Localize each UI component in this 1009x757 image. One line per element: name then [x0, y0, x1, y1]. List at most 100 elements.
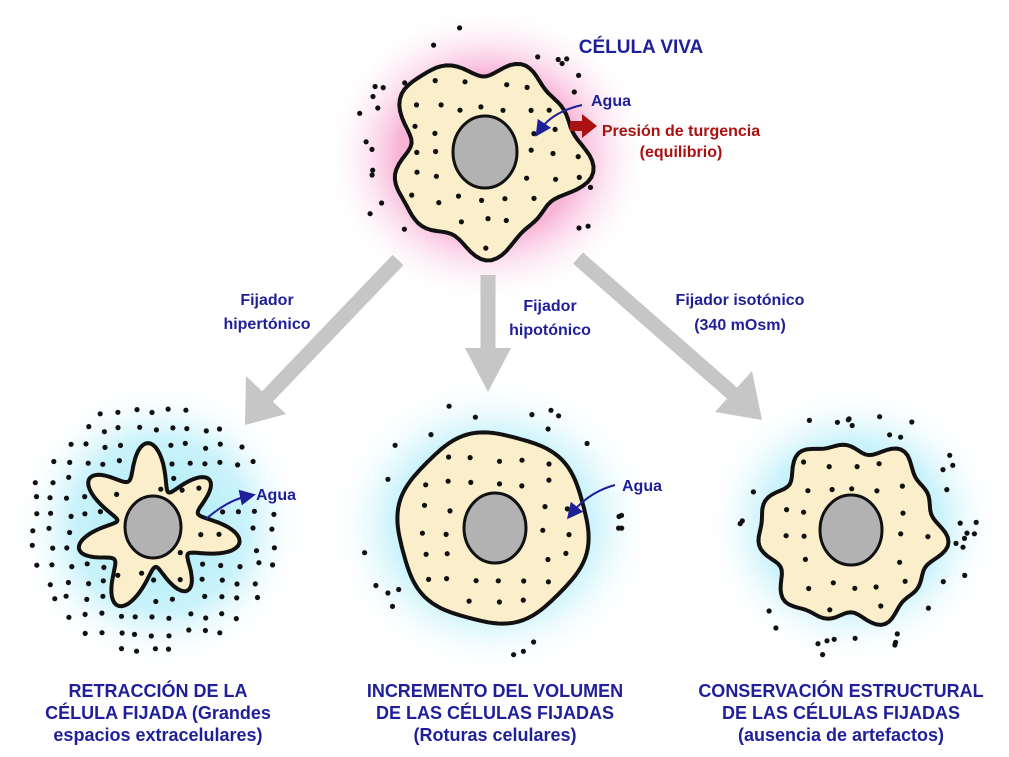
extracellular-dot — [252, 581, 258, 587]
extracellular-dot — [940, 579, 946, 585]
extracellular-dot — [396, 586, 402, 593]
extracellular-dot — [270, 562, 276, 568]
cytoplasm-dot — [496, 599, 502, 605]
cytoplasm-dot — [216, 531, 222, 537]
extracellular-dot — [47, 582, 53, 588]
extracellular-dot — [269, 526, 275, 532]
extracellular-dot — [99, 610, 105, 616]
extracellular-dot — [199, 576, 205, 582]
cytoplasm-dot — [854, 464, 860, 470]
extracellular-dot — [115, 425, 121, 431]
extracellular-dot — [46, 525, 52, 531]
extracellular-dot — [369, 146, 375, 152]
extracellular-dot — [169, 461, 175, 467]
swollen-cytoplasm-dots — [419, 454, 572, 605]
extracellular-dot — [170, 425, 176, 431]
swollen-extracellular-dots — [362, 403, 625, 658]
cytoplasm-dot — [801, 533, 807, 539]
cytoplasm-dot — [139, 570, 145, 576]
extracellular-dot — [220, 509, 226, 515]
extracellular-dot — [186, 627, 192, 633]
extracellular-dot — [67, 529, 73, 536]
shrunk-caption-3: espacios extracelulares) — [53, 725, 262, 745]
cytoplasm-dot — [876, 461, 882, 467]
extracellular-dot — [203, 428, 209, 434]
extracellular-dot — [619, 525, 625, 531]
extracellular-dot — [219, 611, 225, 617]
swollen-water-arrow — [566, 484, 616, 520]
extracellular-dot — [877, 414, 883, 420]
cytoplasm-dot — [483, 245, 489, 251]
extracellular-dot — [85, 460, 91, 466]
live-extracellular-dots — [357, 25, 594, 232]
extracellular-dot — [233, 616, 239, 622]
extracellular-dot — [168, 442, 174, 448]
extracellular-dot — [117, 442, 124, 448]
cytoplasm-dot — [852, 585, 858, 591]
cytoplasm-dot — [878, 603, 884, 609]
extracellular-dot — [148, 633, 154, 639]
extracellular-dot — [750, 489, 757, 495]
extracellular-dot — [831, 636, 837, 642]
cytoplasm-dot — [502, 196, 508, 202]
cytoplasm-dot — [897, 559, 903, 565]
extracellular-dot — [63, 495, 70, 501]
extracellular-dot — [962, 572, 968, 579]
cytoplasm-dot — [520, 597, 526, 603]
extracellular-dot — [362, 550, 368, 556]
cytoplasm-dot — [466, 598, 472, 604]
extracellular-dot — [166, 615, 172, 621]
extracellular-dot — [116, 458, 122, 464]
cytoplasm-dot — [414, 169, 420, 175]
extracellular-dot — [271, 511, 277, 517]
extracellular-dot — [894, 631, 900, 637]
hypertonic-fixative-label: Fijador — [240, 292, 293, 309]
extracellular-dot — [151, 577, 157, 583]
extracellular-dot — [149, 409, 155, 416]
extracellular-dot — [67, 459, 73, 465]
extracellular-dot — [564, 56, 570, 62]
cytoplasm-dot — [413, 102, 420, 108]
extracellular-dot — [97, 411, 103, 417]
extracellular-dot — [84, 596, 90, 603]
extracellular-dot — [68, 513, 74, 520]
cytoplasm-dot — [849, 486, 855, 492]
extracellular-dot — [101, 564, 107, 571]
extracellular-dot — [132, 614, 138, 620]
extracellular-dot — [29, 542, 35, 548]
extracellular-dot — [149, 614, 155, 620]
extracellular-dot — [239, 444, 245, 450]
extracellular-dot — [973, 519, 979, 526]
cytoplasm-dot — [114, 491, 120, 497]
extracellular-dot — [152, 646, 158, 652]
cytoplasm-dot — [478, 104, 484, 110]
cytoplasm-dot — [829, 486, 835, 493]
extracellular-dot — [82, 611, 88, 618]
extracellular-dot — [49, 562, 55, 568]
extracellular-dot — [370, 93, 376, 100]
cytoplasm-dot — [540, 527, 546, 533]
extracellular-dot — [52, 596, 58, 602]
cytoplasm-dot — [545, 556, 551, 563]
extracellular-dot — [472, 414, 478, 420]
extracellular-dot — [82, 511, 88, 517]
extracellular-dot — [118, 613, 125, 619]
shrunk-cytoplasm-dots — [114, 485, 222, 583]
cytoplasm-dot — [455, 193, 462, 199]
extracellular-dot — [97, 509, 103, 515]
cytoplasm-dot — [519, 483, 525, 489]
cytoplasm-dot — [198, 532, 204, 538]
extracellular-dot — [218, 562, 224, 569]
extracellular-dot — [529, 412, 535, 418]
preserved-caption-3: (ausencia de artefactos) — [738, 725, 944, 745]
cytoplasm-dot — [447, 508, 453, 514]
hypertonic-arrow — [245, 254, 404, 425]
isotonic-fixative-label-2: (340 mOsm) — [694, 317, 786, 334]
extracellular-dot — [392, 442, 398, 448]
hypotonic-fixative-label: Fijador — [523, 298, 576, 315]
extracellular-dot — [83, 441, 89, 447]
live-water-label: Agua — [591, 93, 631, 110]
cytoplasm-dot — [446, 454, 452, 460]
extracellular-dot — [219, 594, 225, 600]
extracellular-dot — [184, 426, 190, 432]
